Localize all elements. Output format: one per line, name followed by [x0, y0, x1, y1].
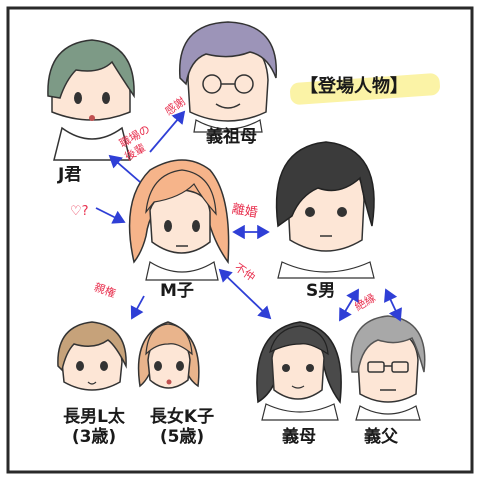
label-daughter: 長女K子 (5歳): [132, 407, 232, 447]
arrow-estranged-right: [384, 288, 402, 322]
arrow-discord: [218, 268, 272, 320]
label-son-age: (3歳): [71, 426, 117, 447]
label-father-in-law: 義父: [364, 427, 398, 447]
label-s: S男: [306, 281, 336, 301]
label-grandmother: 義祖母: [206, 127, 257, 147]
s-o-portrait: [275, 141, 375, 279]
grandmother-portrait: [179, 21, 277, 133]
label-daughter-age: (5歳): [159, 426, 205, 447]
daughter-portrait: [137, 321, 200, 389]
arrow-to-grandmother: [149, 110, 186, 153]
arrow-custody: [130, 295, 145, 320]
label-m: M子: [160, 281, 194, 301]
title-highlight: [290, 73, 440, 105]
rel-heart: ♡?: [70, 204, 89, 219]
label-daughter-name: 長女K子: [149, 407, 215, 427]
label-mother-in-law: 義母: [282, 427, 316, 447]
cast-title: 【登場人物】: [300, 76, 408, 97]
label-son: 長男L太 (3歳): [44, 407, 144, 447]
label-j: J君: [58, 165, 82, 185]
panel-frame: [6, 6, 474, 474]
arrow-estranged-left: [339, 288, 359, 322]
arrow-j-to-m: [95, 207, 126, 224]
arrow-m-to-j: [108, 154, 141, 183]
son-portrait: [57, 321, 127, 391]
label-son-name: 長男L太: [63, 407, 125, 427]
father-in-law-portrait: [350, 315, 426, 421]
m-ko-portrait: [128, 159, 230, 281]
j-kun-portrait: [47, 39, 135, 161]
mother-in-law-portrait: [256, 321, 342, 421]
